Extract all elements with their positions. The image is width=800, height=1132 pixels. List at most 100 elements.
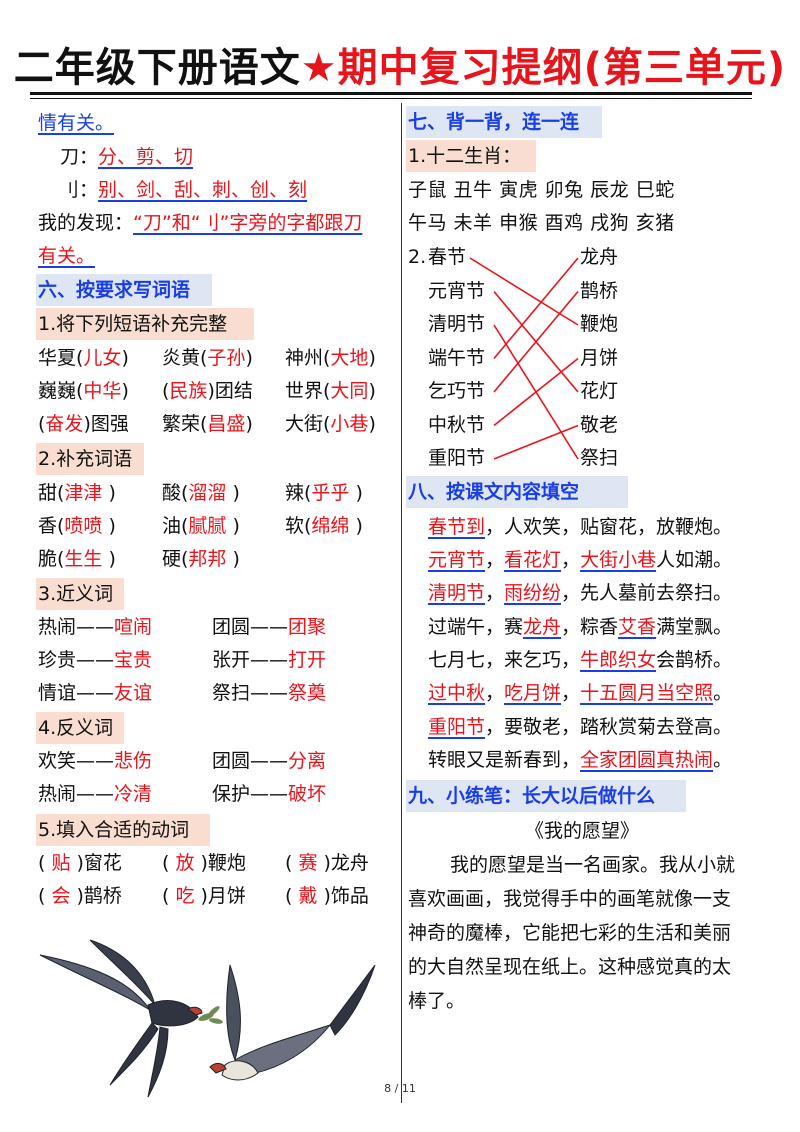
- subheading-band: [36, 308, 254, 340]
- phrase: 世界(大同): [285, 380, 376, 402]
- custom-item: 鞭炮: [580, 313, 619, 335]
- festival-item: 清明节: [428, 313, 486, 335]
- word: 油(腻腻 ): [162, 515, 240, 537]
- custom-item: 花灯: [580, 380, 619, 402]
- subheading-band: [36, 578, 124, 610]
- fill-line-5: 七月七，来乞巧，牛郎织女会鹊桥。: [428, 649, 733, 671]
- swallow-left: [39, 939, 203, 1098]
- verb-phrase: ( 吃 )月饼: [162, 885, 246, 907]
- title-rule-thin: [30, 98, 752, 99]
- phrase: (奋发)图强: [38, 413, 129, 435]
- match-line: [493, 257, 579, 360]
- section-band: [406, 106, 602, 138]
- subheading-band: [406, 140, 536, 172]
- subheading-band: [36, 712, 124, 744]
- festival-item: 端午节: [428, 346, 486, 369]
- custom-item: 月饼: [580, 346, 619, 369]
- synonym: 情谊——友谊: [38, 682, 153, 704]
- festival-item: 春节: [428, 246, 467, 268]
- antonym: 欢笑——悲伤: [38, 750, 153, 772]
- festival-item: 重阳节: [428, 447, 486, 469]
- swallows-illustration: [39, 939, 376, 1098]
- section-8-heading: 八、按课文内容填空: [408, 481, 580, 503]
- fill-line-8: 转眼又是新春到，全家团圆真热闹。: [428, 749, 733, 771]
- essay-line: 喜欢画画，我觉得手中的画笔就像一支: [408, 888, 732, 910]
- fill-line-2: 元宵节，看花灯，大街小巷人如潮。: [428, 549, 733, 571]
- word: 辣(乎乎 ): [285, 482, 363, 504]
- phrase: 华夏(儿女): [38, 347, 129, 369]
- discovery-line: 我的发现：“刀”和“刂”字旁的字都跟刀: [38, 212, 363, 234]
- verb-phrase: ( 赛 )龙舟: [285, 852, 369, 874]
- synonym: 张开——打开: [212, 649, 327, 671]
- festival-item: 乞巧节: [428, 380, 486, 402]
- phrase: 巍巍(中华): [38, 380, 129, 402]
- custom-item: 龙舟: [580, 246, 619, 268]
- phrase: (民族)团结: [162, 380, 253, 402]
- match-line: [493, 357, 579, 427]
- word: 软(绵绵 ): [285, 515, 363, 537]
- festival-item: 中秋节: [428, 413, 486, 436]
- synonym: 热闹——喧闹: [38, 616, 153, 638]
- custom-item: 敬老: [580, 413, 619, 436]
- page-number: 8 / 11: [384, 1082, 416, 1095]
- sub-4-heading: 4.反义词: [38, 717, 114, 739]
- sub-2-heading: 2.补充词语: [38, 448, 133, 470]
- subheading-band: [36, 443, 144, 475]
- essay-line: 的大自然呈现在纸上。这种感觉真的太: [408, 956, 732, 978]
- subheading-band: [36, 814, 210, 846]
- synonym: 祭扫——祭奠: [212, 682, 327, 704]
- section-band: [36, 274, 212, 306]
- li-row: 刂：别、剑、刮、刺、创、刻: [60, 179, 308, 201]
- word: 硬(邦邦 ): [162, 548, 240, 570]
- antonym: 保护——破坏: [212, 783, 327, 805]
- match-line: [493, 424, 579, 460]
- essay-line: 棒了。: [408, 990, 466, 1012]
- word: 香(喷喷 ): [38, 515, 116, 537]
- column-divider: [401, 103, 402, 1103]
- essay-title: 《我的愿望》: [525, 820, 640, 842]
- section-band: [406, 476, 628, 508]
- fill-line-6: 过中秋，吃月饼，十五圆月当空照。: [428, 682, 733, 704]
- synonym: 团圆——团聚: [212, 616, 327, 638]
- zodiac-heading: 1.十二生肖：: [408, 145, 522, 167]
- zodiac-row-1: 子鼠 丑牛 寅虎 卯兔 辰龙 巳蛇: [408, 179, 675, 201]
- word: 酸(溜溜 ): [162, 482, 240, 504]
- section-band: [406, 780, 686, 812]
- verb-phrase: ( 贴 )窗花: [38, 852, 122, 874]
- discovery-line-2: 有关。: [38, 245, 96, 267]
- fill-line-7: 重阳节，要敬老，踏秋赏菊去登高。: [428, 716, 733, 738]
- fill-line-1: 春节到，人欢笑，贴窗花，放鞭炮。: [428, 516, 733, 538]
- section-6-heading: 六、按要求写词语: [38, 279, 191, 301]
- word: 甜(津津 ): [38, 482, 116, 504]
- fill-line-3: 清明节，雨纷纷，先人墓前去祭扫。: [428, 582, 733, 604]
- match-line: [469, 257, 579, 326]
- verb-phrase: ( 会 )鹊桥: [38, 885, 122, 907]
- zodiac-row-2: 午马 未羊 申猴 酉鸡 戌狗 亥猪: [408, 212, 675, 234]
- essay-line: 神奇的魔棒，它能把七彩的生活和美丽: [408, 922, 732, 944]
- festival-prefix: 2.: [408, 246, 427, 268]
- festival-item: 元宵节: [428, 279, 486, 302]
- custom-item: 鹊桥: [580, 279, 619, 302]
- sub-3-heading: 3.近义词: [38, 583, 114, 605]
- leaf-sprig: [198, 1006, 223, 1024]
- dao-row: 刀：分、剪、切: [60, 146, 194, 168]
- title-rule: [30, 92, 752, 95]
- continued-line: 情有关。: [38, 112, 115, 134]
- fill-line-4: 过端午，赛龙舟，粽香艾香满堂飘。: [428, 616, 733, 638]
- sub-5-heading: 5.填入合适的动词: [38, 819, 190, 841]
- match-line: [493, 290, 579, 393]
- custom-item: 祭扫: [580, 447, 619, 469]
- essay-line: 我的愿望是当一名画家。我从小就: [450, 854, 736, 876]
- verb-phrase: ( 戴 )饰品: [285, 885, 369, 907]
- swallow-right: [209, 964, 376, 1081]
- synonym: 珍贵——宝贵: [38, 649, 153, 671]
- phrase: 繁荣(昌盛): [162, 413, 253, 435]
- page-title: 二年级下册语文★期中复习提纲(第三单元): [13, 45, 787, 91]
- sub-1-heading: 1.将下列短语补充完整: [38, 313, 228, 335]
- section-9-heading: 九、小练笔：长大以后做什么: [408, 785, 656, 807]
- phrase: 大街(小巷): [285, 413, 376, 435]
- antonym: 团圆——分离: [212, 750, 327, 772]
- phrase: 神州(大地): [285, 347, 376, 369]
- verb-phrase: ( 放 )鞭炮: [162, 852, 246, 874]
